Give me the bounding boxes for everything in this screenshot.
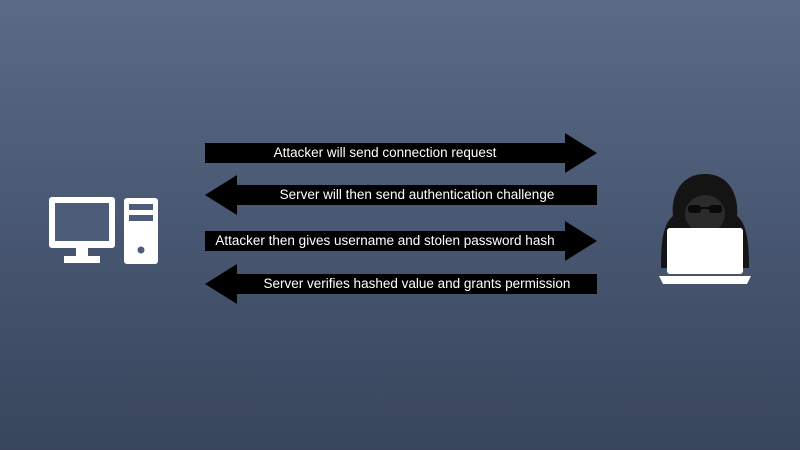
arrow-right-shape [205, 133, 597, 173]
message-label: Server verifies hashed value and grants … [263, 276, 571, 291]
arrow-right-shape [205, 221, 597, 261]
arrow-left-shape [205, 175, 597, 215]
message-label: Attacker will send connection request [273, 145, 497, 160]
message-arrow-3: Attacker then gives username and stolen … [205, 221, 597, 261]
hooded-hacker-laptop-icon [657, 172, 753, 286]
desktop-computer-icon [48, 194, 162, 266]
message-arrow-4: Server verifies hashed value and grants … [205, 264, 597, 304]
message-label: Server will then send authentication cha… [279, 187, 555, 202]
message-arrow-1: Attacker will send connection request [205, 133, 597, 173]
message-label: Attacker then gives username and stolen … [215, 233, 555, 248]
arrow-left-shape [205, 264, 597, 304]
message-arrow-2: Server will then send authentication cha… [205, 175, 597, 215]
